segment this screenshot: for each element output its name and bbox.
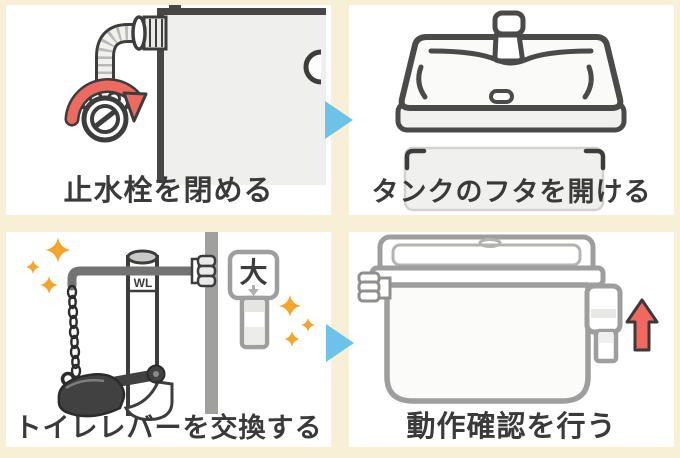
tank-lid-illustration	[395, 10, 627, 212]
step-4-caption: 動作確認を行う	[406, 411, 617, 443]
step-1-panel: 止水栓を閉める	[6, 5, 331, 215]
operation-check-illustration	[357, 234, 659, 404]
lever-handle-icon	[584, 283, 623, 364]
tank-lid-icon	[395, 10, 627, 133]
flapper-icon	[57, 364, 166, 418]
tank-opening	[403, 146, 606, 212]
step-3-panel: WL	[6, 232, 331, 447]
lid-knob	[478, 238, 502, 248]
next-step-arrow-icon-top	[325, 101, 353, 139]
step-2-panel: タンクのフタを開ける	[349, 5, 674, 215]
spud-nut-icon	[190, 254, 217, 288]
supply-nut-icon	[357, 271, 392, 303]
supply-hose-icon	[95, 23, 161, 99]
lever-replacement-illustration: WL	[26, 232, 315, 421]
hose-nut-icon	[131, 15, 168, 51]
lever-hole	[303, 49, 322, 85]
down-arrow-icon	[248, 289, 259, 296]
flush-size-label: 大	[239, 257, 267, 288]
step-2-caption: タンクのフタを開ける	[371, 177, 652, 207]
rotate-clockwise-arrow-icon	[64, 78, 148, 127]
faucet-top	[492, 10, 526, 37]
water-line-label: WL	[134, 276, 153, 290]
next-step-arrow-icon-bottom	[326, 324, 354, 362]
flush-valve-seat	[123, 380, 174, 421]
step-3-caption: トイレレバーを交換する	[14, 413, 323, 443]
new-lever-handle-icon	[239, 295, 270, 350]
step-1-caption: 止水栓を閉める	[63, 175, 274, 207]
lift-up-arrow-icon	[625, 298, 659, 352]
faucet-base	[492, 32, 525, 64]
overflow-pipe-icon: WL	[126, 249, 159, 416]
shutoff-valve-icon	[80, 86, 130, 143]
drain-hole	[489, 89, 514, 104]
lever-rod	[67, 266, 205, 291]
shutoff-valve-illustration	[64, 5, 326, 185]
step-4-panel: 動作確認を行う	[349, 232, 674, 447]
tank-body	[384, 282, 591, 404]
toilet-tank-side	[157, 5, 326, 185]
flush-button-icon: 大	[227, 249, 280, 301]
toilet-tank-icon	[369, 234, 606, 404]
chain-icon	[66, 284, 82, 379]
